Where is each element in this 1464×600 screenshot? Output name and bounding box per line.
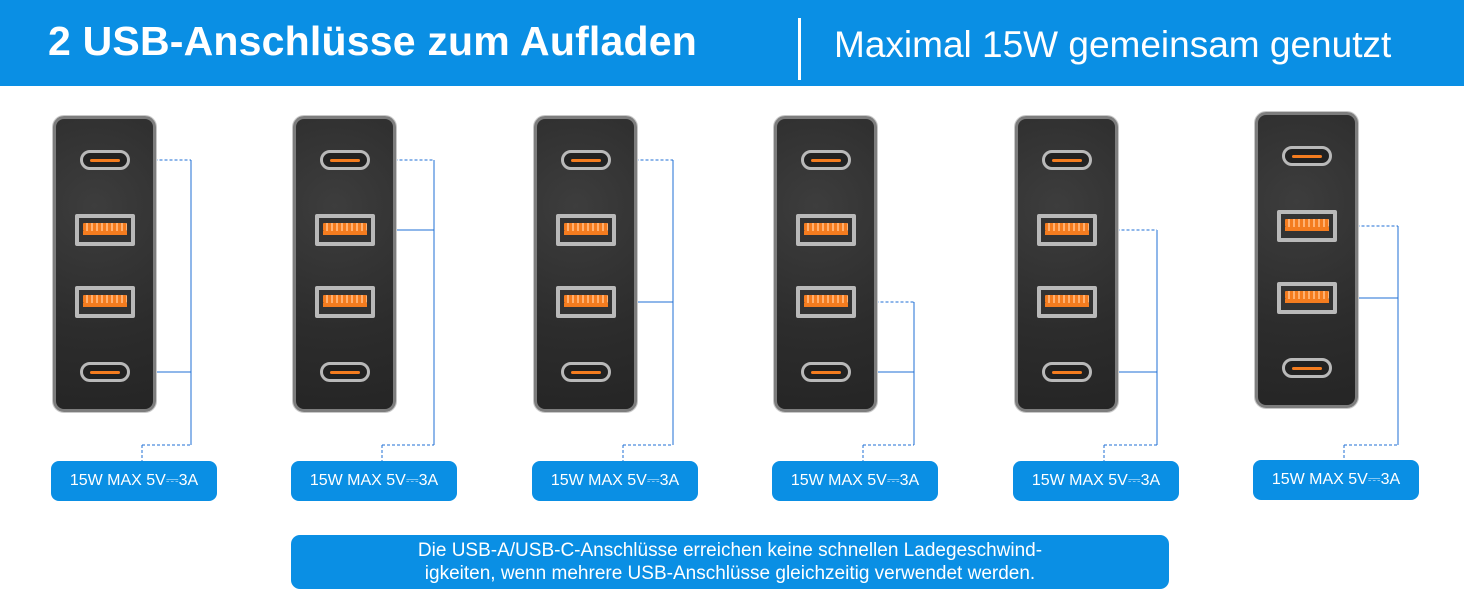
usb-a-port-icon xyxy=(74,286,135,318)
info-note-line-1: Die USB-A/USB-C-Anschlüsse erreichen kei… xyxy=(417,540,1043,561)
usb-c-port-icon xyxy=(1041,150,1092,170)
charger-face xyxy=(1255,112,1358,408)
page-subtitle: Maximal 15W gemeinsam genutzt xyxy=(834,24,1392,65)
usb-a-port-icon xyxy=(1036,214,1097,246)
usb-c-port-icon xyxy=(1041,362,1092,382)
usb-c-port-icon xyxy=(560,362,611,382)
usb-a-port-icon xyxy=(795,286,856,318)
usb-c-port-icon xyxy=(319,150,370,170)
usb-a-port-icon xyxy=(74,214,135,246)
usb-a-port-icon xyxy=(1276,210,1337,242)
usb-a-port-icon xyxy=(555,214,616,246)
charger-face xyxy=(774,116,877,412)
usb-a-port-icon xyxy=(555,286,616,318)
usb-c-port-icon xyxy=(79,150,130,170)
info-note: Die USB-A/USB-C-Anschlüsse erreichen kei… xyxy=(291,535,1169,589)
power-badge: 15W MAX 5V⎓3A xyxy=(532,461,698,501)
usb-a-port-icon xyxy=(1036,286,1097,318)
header-banner: 2 USB-Anschlüsse zum Aufladen Maximal 15… xyxy=(0,0,1464,86)
charger-face xyxy=(534,116,637,412)
page-title: 2 USB-Anschlüsse zum Aufladen xyxy=(48,18,698,64)
header-divider xyxy=(798,18,801,80)
usb-c-port-icon xyxy=(800,362,851,382)
usb-c-port-icon xyxy=(800,150,851,170)
usb-c-port-icon xyxy=(1281,358,1332,378)
charger-face xyxy=(53,116,156,412)
usb-a-port-icon xyxy=(795,214,856,246)
usb-a-port-icon xyxy=(1276,282,1337,314)
power-badge: 15W MAX 5V⎓3A xyxy=(291,461,457,501)
power-badge: 15W MAX 5V⎓3A xyxy=(772,461,938,501)
power-badge: 15W MAX 5V⎓3A xyxy=(1013,461,1179,501)
usb-c-port-icon xyxy=(79,362,130,382)
charger-face xyxy=(1015,116,1118,412)
info-note-line-2: igkeiten, wenn mehrere USB-Anschlüsse gl… xyxy=(424,563,1036,584)
usb-a-port-icon xyxy=(314,286,375,318)
usb-c-port-icon xyxy=(319,362,370,382)
usb-a-port-icon xyxy=(314,214,375,246)
usb-c-port-icon xyxy=(1281,146,1332,166)
usb-c-port-icon xyxy=(560,150,611,170)
power-badge: 15W MAX 5V⎓3A xyxy=(1253,460,1419,500)
power-badge: 15W MAX 5V⎓3A xyxy=(51,461,217,501)
charger-face xyxy=(293,116,396,412)
